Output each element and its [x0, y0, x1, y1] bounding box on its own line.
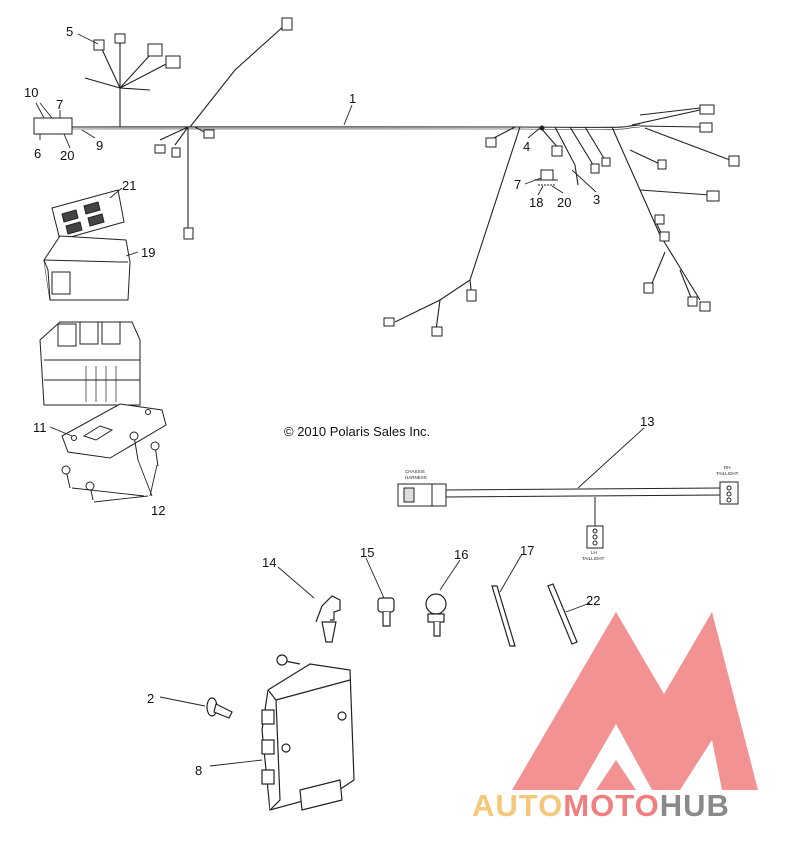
- watermark-word: AUTOMOTOHUB: [472, 788, 730, 823]
- harness-label-rh-top: RH: [724, 465, 731, 470]
- harness-label-chassis-top: CHASSIS: [405, 469, 425, 474]
- callout-8: 8: [195, 763, 202, 778]
- callout-21: 21: [122, 178, 136, 193]
- callout-20b: 20: [557, 195, 571, 210]
- callout-10: 10: [24, 85, 38, 100]
- callout-16: 16: [454, 547, 468, 562]
- callout-22: 22: [586, 593, 600, 608]
- callout-4: 4: [523, 139, 530, 154]
- callout-9: 9: [96, 138, 103, 153]
- callout-15: 15: [360, 545, 374, 560]
- watermark-logo: [512, 612, 758, 790]
- callout-11: 11: [33, 420, 47, 435]
- harness-label-rh-bottom: TAILLIGHT: [716, 471, 739, 476]
- callout-20a: 20: [60, 148, 74, 163]
- ecu-module: [206, 654, 355, 811]
- callout-12: 12: [151, 503, 165, 518]
- callout-6: 6: [34, 146, 41, 161]
- callout-13: 13: [640, 414, 654, 429]
- harness-connectors: [33, 17, 740, 337]
- callout-14: 14: [262, 555, 276, 570]
- callout-5: 5: [66, 24, 73, 39]
- fuse-box-assembly: [39, 189, 167, 501]
- callout-7b: 7: [514, 177, 521, 192]
- harness-label-lh-top: LH: [591, 550, 597, 555]
- callout-17: 17: [520, 543, 534, 558]
- watermark-part-auto: AUTO: [472, 788, 563, 823]
- fastener-set: [61, 431, 160, 501]
- clips-and-ties: [315, 583, 578, 647]
- callout-19: 19: [141, 245, 155, 260]
- watermark-part-hub: HUB: [660, 788, 730, 823]
- harness-label-lh-bottom: TAILLIGHT: [582, 556, 605, 561]
- taillight-subharness: [397, 481, 739, 549]
- callout-1: 1: [349, 91, 356, 106]
- callout-18: 18: [529, 195, 543, 210]
- watermark-part-moto: MOTO: [563, 788, 659, 823]
- copyright-text: © 2010 Polaris Sales Inc.: [284, 424, 430, 439]
- main-harness: [71, 24, 731, 331]
- harness-label-chassis-bottom: HARNESS: [405, 475, 427, 480]
- callout-7a: 7: [56, 97, 63, 112]
- grommet-assembly: [534, 125, 558, 186]
- callout-2: 2: [147, 691, 154, 706]
- callout-3: 3: [593, 192, 600, 207]
- leader-lines: [35, 33, 645, 767]
